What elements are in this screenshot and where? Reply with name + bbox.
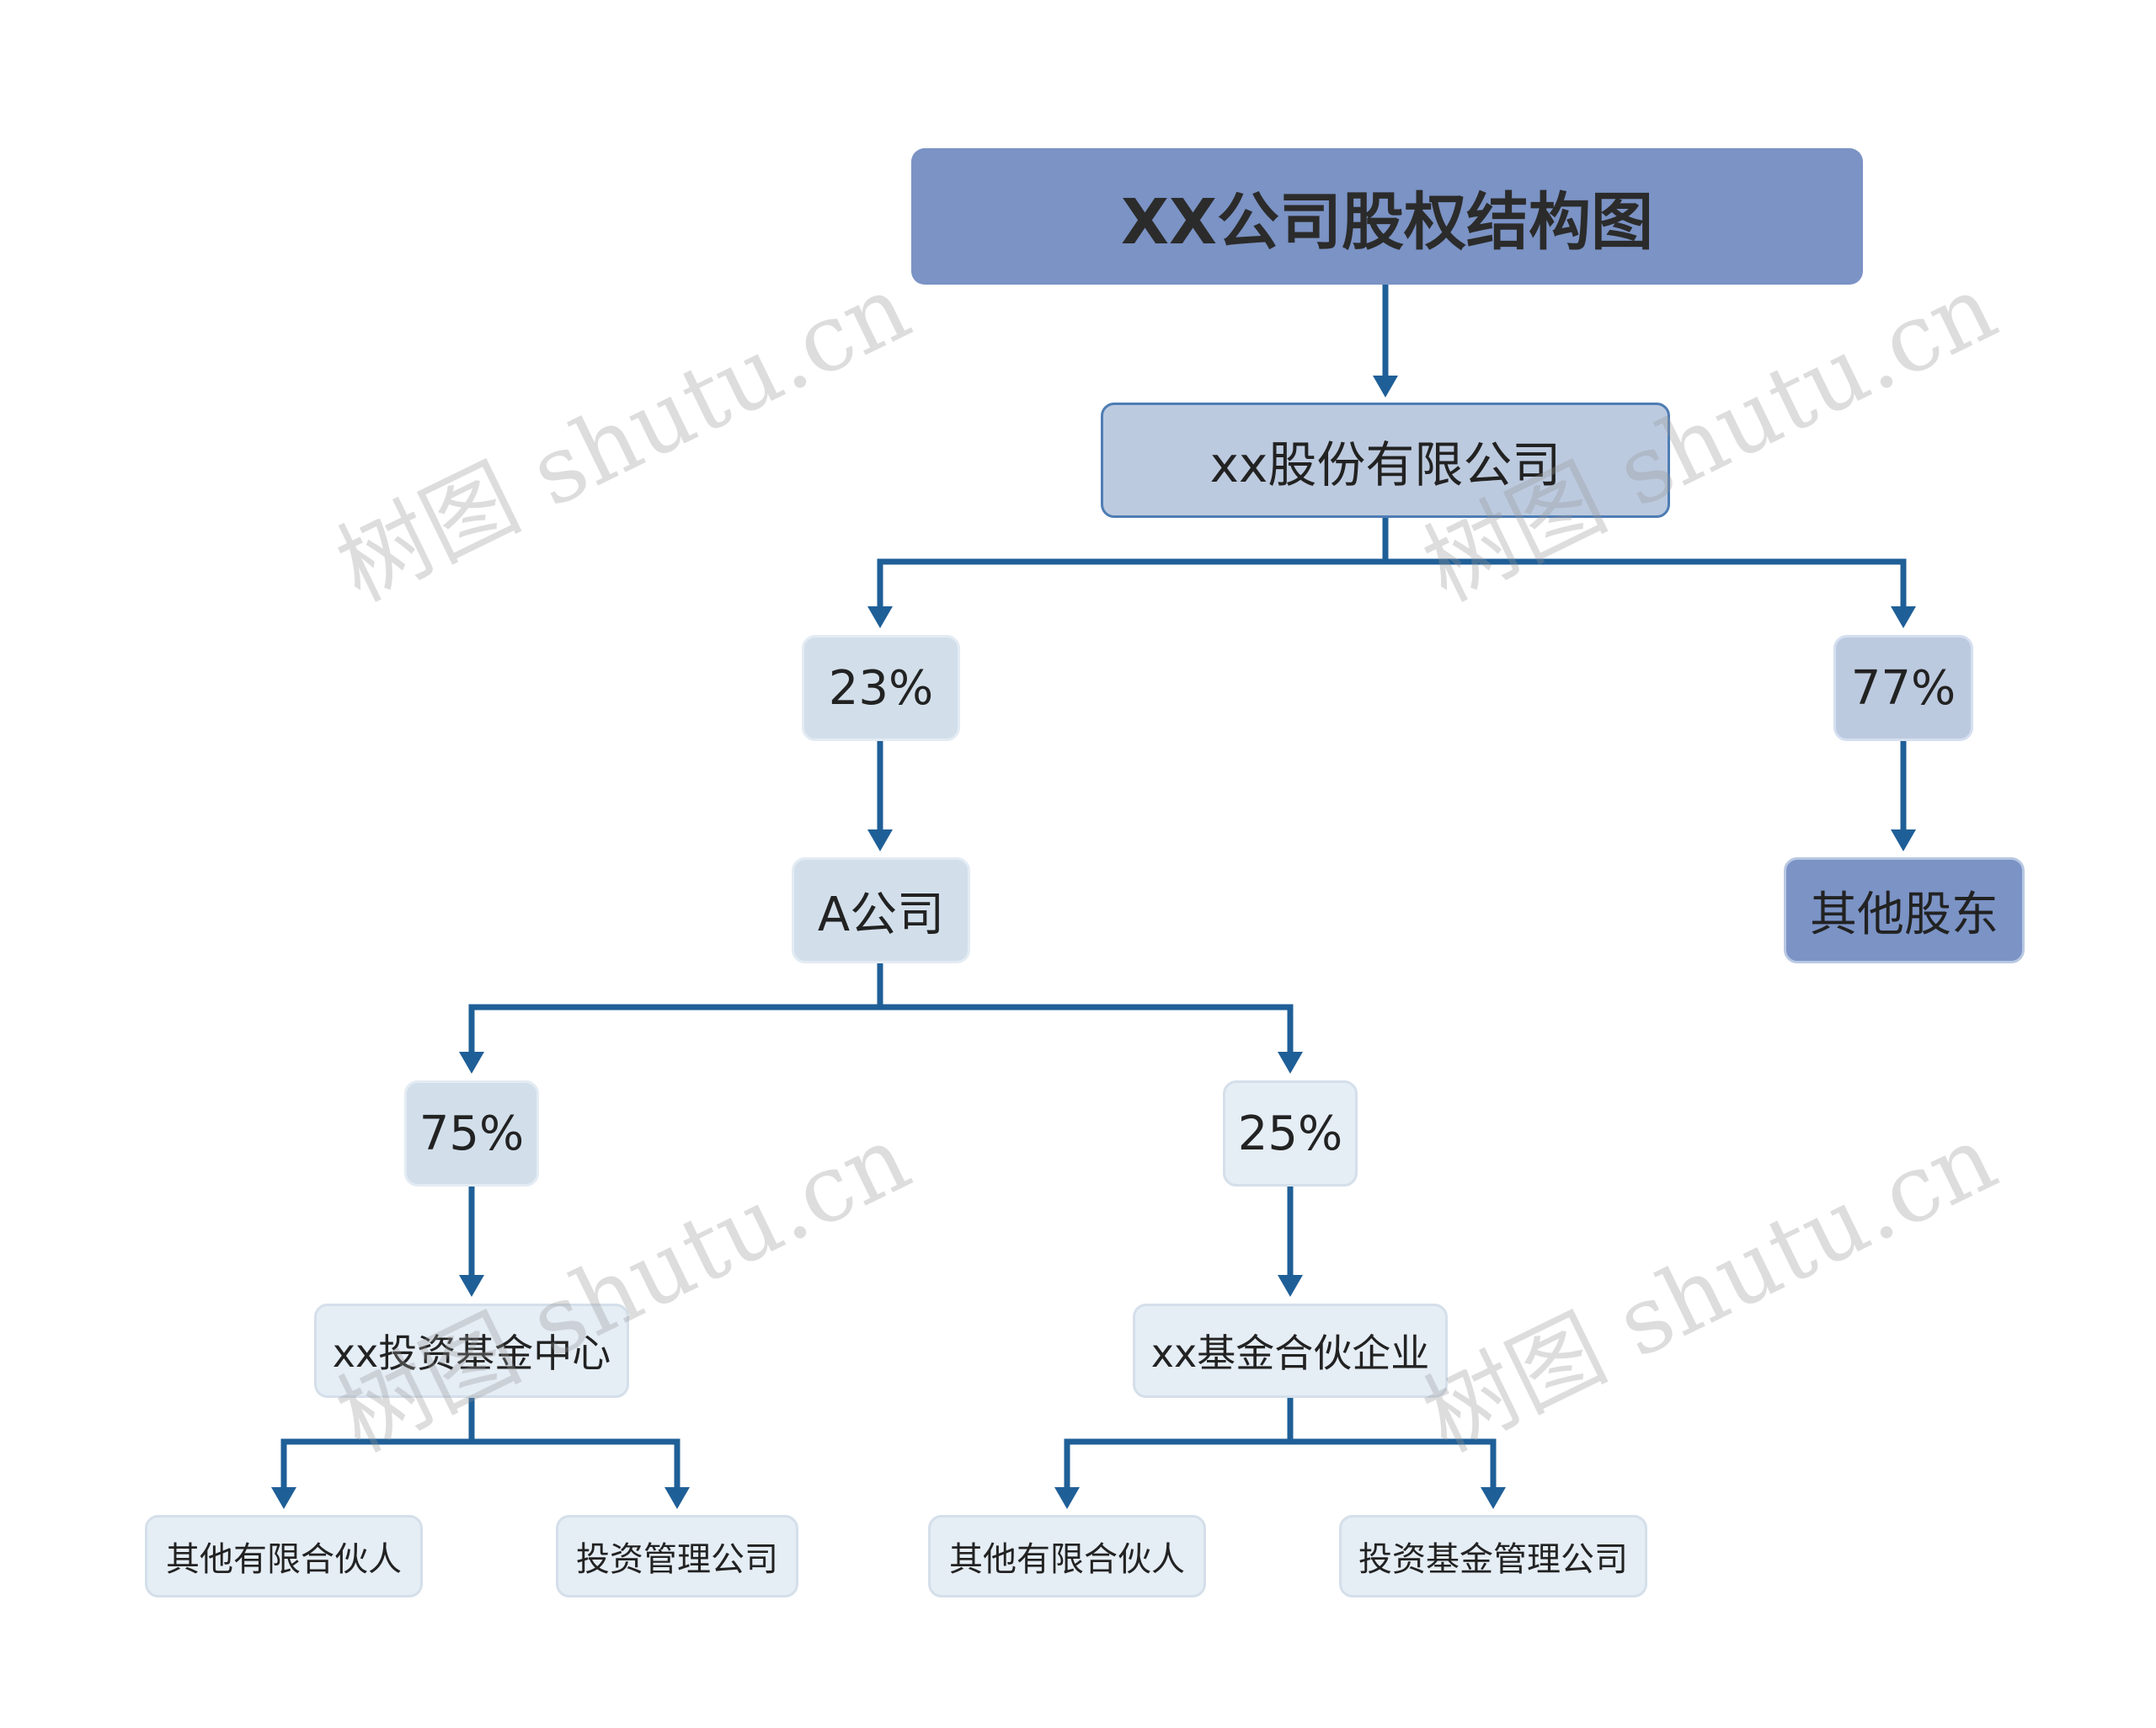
node-fund-partnership: xx基金合伙企业 xyxy=(1133,1304,1448,1398)
node-company-a: A公司 xyxy=(792,857,970,963)
arrowhead-75 xyxy=(459,1052,484,1074)
arrowhead-25 xyxy=(1278,1052,1303,1074)
node-percent-23: 23% xyxy=(802,635,960,741)
node-percent-25: 25% xyxy=(1223,1080,1358,1187)
arrowhead-leaf1 xyxy=(271,1487,296,1509)
node-other-shareholders: 其他股东 xyxy=(1784,857,2025,963)
arrowhead-a xyxy=(867,829,893,851)
node-leaf-limited-partners-1: 其他有限合伙人 xyxy=(145,1515,423,1597)
diagram-title: XX公司股权结构图 xyxy=(911,148,1863,285)
arrowhead-partnership xyxy=(1278,1275,1303,1297)
node-leaf-investment-management: 投资管理公司 xyxy=(556,1515,798,1597)
arrowhead-23 xyxy=(867,606,893,628)
arrowhead-center xyxy=(459,1275,484,1297)
arrowhead-leaf2 xyxy=(664,1487,690,1509)
node-root-company: xx股份有限公司 xyxy=(1101,403,1670,518)
arrowhead-root xyxy=(1373,376,1398,397)
arrowhead-77 xyxy=(1891,606,1916,628)
arrowhead-leaf3 xyxy=(1054,1487,1080,1509)
node-leaf-limited-partners-2: 其他有限合伙人 xyxy=(928,1515,1206,1597)
arrowhead-leaf4 xyxy=(1481,1487,1506,1509)
node-percent-75: 75% xyxy=(404,1080,539,1187)
node-percent-77: 77% xyxy=(1833,635,1973,741)
arrowhead-others xyxy=(1891,829,1916,851)
node-fund-center: xx投资基金中心 xyxy=(314,1304,629,1398)
node-leaf-fund-management: 投资基金管理公司 xyxy=(1339,1515,1647,1597)
